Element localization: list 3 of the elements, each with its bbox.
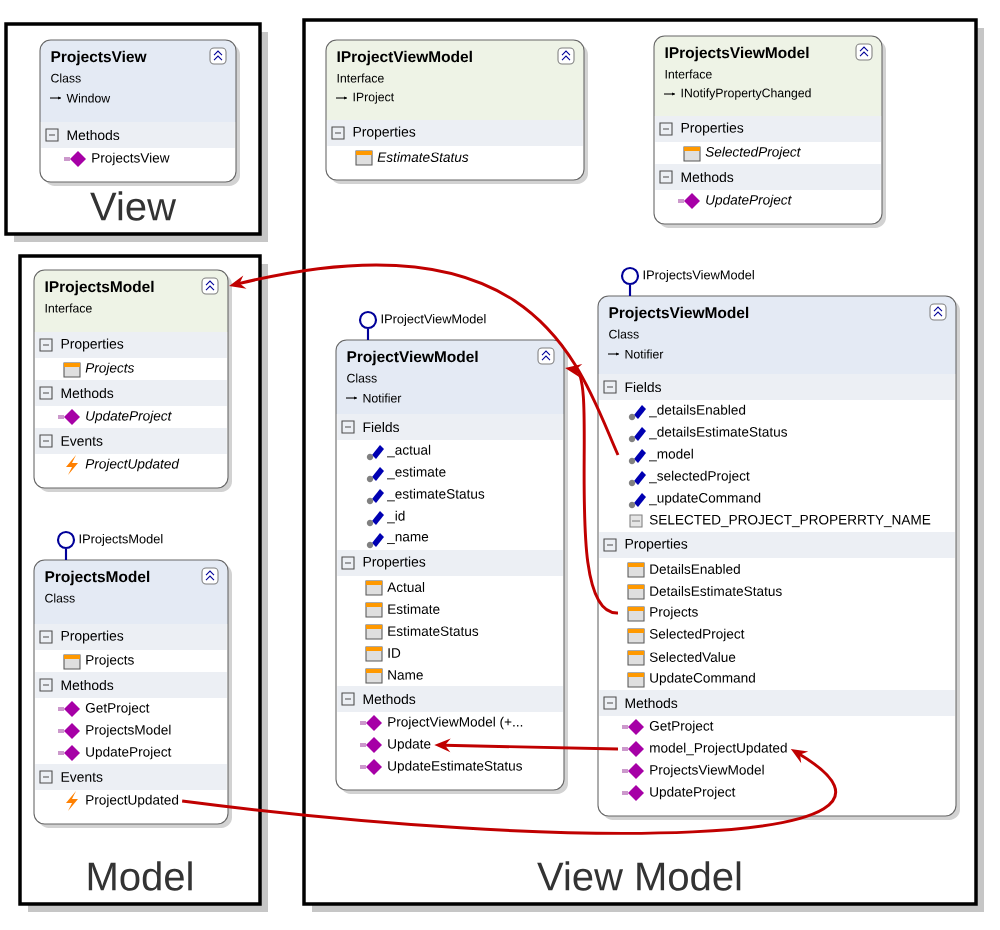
frame-title: Model — [88, 861, 192, 891]
frame-title: View Model — [537, 861, 741, 891]
frame-title: View — [90, 191, 177, 221]
